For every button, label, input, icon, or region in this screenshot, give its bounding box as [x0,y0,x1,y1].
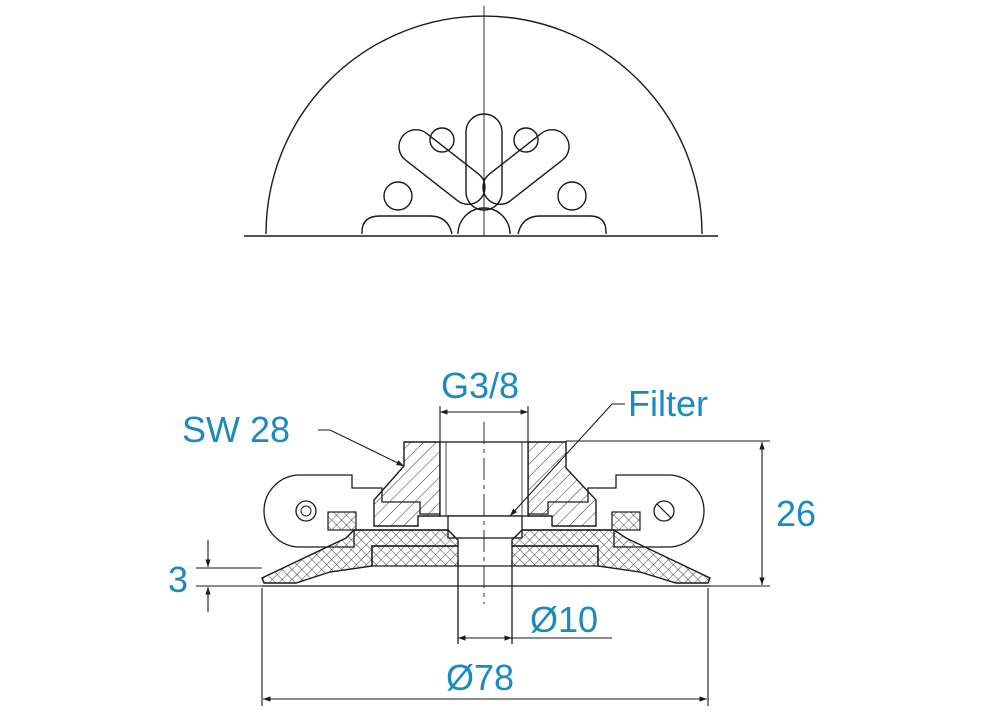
support-ring [371,545,599,567]
hole-lower-right [557,181,587,211]
section-view [261,422,711,644]
screw-left-inner [300,505,312,517]
segment-left [361,215,453,235]
slot-left [398,128,486,206]
hole-upper-left [429,127,455,153]
slot-right [482,128,570,206]
screw-left [295,500,317,522]
filter-element [447,515,523,539]
slot-center [465,113,503,211]
filter-leader [509,403,625,517]
diameter-label: Ø78 [446,657,515,698]
wrench-leader [318,429,405,467]
thread-label: G3/8 [441,365,520,406]
fitting-body-right [527,441,597,527]
lip-label: 3 [168,559,189,600]
mounting-plate [263,474,705,548]
hole-upper-right [513,127,539,153]
height-label: 26 [776,493,817,534]
suction-cup-right [511,529,711,584]
bore-label: Ø10 [530,599,599,640]
filter-label: Filter [628,383,708,424]
segment-right [517,215,607,235]
fitting-body-left [373,441,441,527]
suction-cup [261,529,459,584]
top-view [244,6,718,237]
wrench-size-label: SW 28 [182,409,291,450]
dimensions [196,403,770,706]
segment-center [457,207,511,235]
hole-lower-left [383,181,413,211]
